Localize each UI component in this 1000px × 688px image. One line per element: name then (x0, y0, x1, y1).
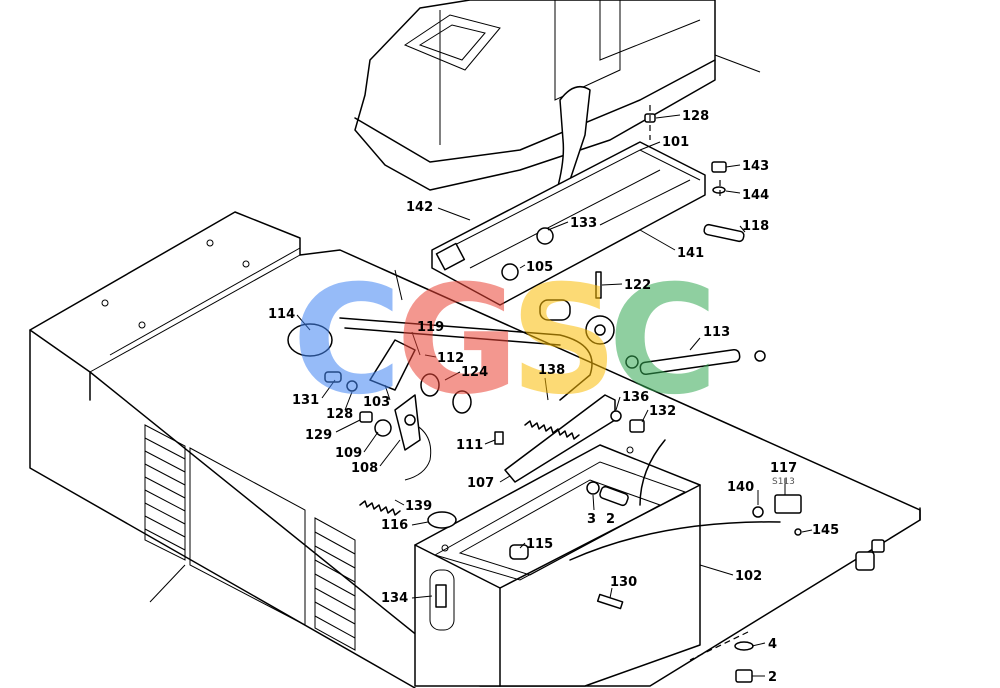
leader-lines (296, 114, 813, 677)
callout-142: 142 (406, 200, 433, 215)
vent-grille-right (314, 517, 356, 651)
callout-108: 108 (351, 461, 378, 476)
watermark-letter-1: C (292, 254, 402, 428)
connector-label-s113: S113 (772, 477, 795, 487)
callout-118: 118 (742, 219, 769, 234)
callout-130: 130 (610, 575, 637, 590)
callout-107: 107 (467, 476, 494, 491)
callout-4: 4 (768, 637, 777, 652)
callout-102: 102 (735, 569, 762, 584)
callout-116: 116 (381, 518, 408, 533)
callout-124: 124 (461, 365, 488, 380)
lower-box-102 (414, 444, 749, 687)
callout-132: 132 (649, 404, 676, 419)
linkage (287, 105, 802, 683)
callout-113: 113 (703, 325, 730, 340)
watermark-letter-4: C (608, 254, 718, 428)
callout-140: 140 (727, 480, 754, 495)
callout-128-left: 128 (326, 407, 353, 422)
access-panel (189, 447, 306, 626)
upper-housing (354, 0, 761, 196)
vent-grille-left (144, 424, 186, 561)
callout-2-mid: 2 (606, 512, 615, 527)
callout-labels: 128 101 143 144 142 133 118 141 105 122 … (268, 109, 839, 685)
callout-119: 119 (417, 320, 444, 335)
callout-133: 133 (570, 216, 597, 231)
callout-3: 3 (587, 512, 596, 527)
callout-134: 134 (381, 591, 408, 606)
callout-117: 117 (770, 461, 797, 476)
callout-144: 144 (742, 188, 769, 203)
callout-103: 103 (363, 395, 390, 410)
watermark-letter-3: S (510, 254, 618, 428)
callout-128-top: 128 (682, 109, 709, 124)
rail-plate (431, 141, 706, 306)
callout-115: 115 (526, 537, 553, 552)
callout-111: 111 (456, 438, 483, 453)
callout-138: 138 (538, 363, 565, 378)
callout-143: 143 (742, 159, 769, 174)
callout-109: 109 (335, 446, 362, 461)
callout-101: 101 (662, 135, 689, 150)
callout-139: 139 (405, 499, 432, 514)
watermark: C G S C (292, 254, 718, 428)
callout-114: 114 (268, 307, 295, 322)
callout-112: 112 (437, 351, 464, 366)
callout-122: 122 (624, 278, 651, 293)
watermark-letter-2: G (396, 254, 519, 428)
callout-131: 131 (292, 393, 319, 408)
callout-105: 105 (526, 260, 553, 275)
callout-145: 145 (812, 523, 839, 538)
machine-base (29, 211, 921, 688)
callout-141: 141 (677, 246, 704, 261)
callout-129: 129 (305, 428, 332, 443)
callout-136: 136 (622, 390, 649, 405)
callout-2-bottom: 2 (768, 670, 777, 685)
